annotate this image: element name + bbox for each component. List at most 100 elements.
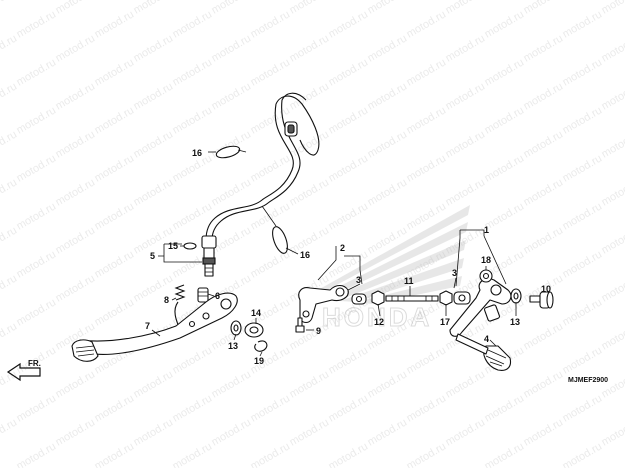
dust-seal bbox=[479, 269, 493, 283]
circlip bbox=[254, 340, 268, 352]
front-direction-arrow: FR. bbox=[6, 359, 41, 382]
watermark-text: motod.ru bbox=[54, 0, 98, 17]
watermark-text: motod.ru bbox=[561, 344, 605, 376]
shift-arm bbox=[298, 284, 349, 324]
watermark-text: motod.ru bbox=[93, 296, 137, 328]
breather-hose bbox=[205, 92, 320, 241]
watermark-text: motod.ru bbox=[0, 416, 19, 448]
watermark-text: motod.ru bbox=[405, 440, 449, 468]
watermark-text: motod.ru bbox=[522, 128, 566, 160]
watermark-text: motod.ru bbox=[522, 176, 566, 208]
watermark-text: motod.ru bbox=[210, 176, 254, 208]
watermark-text: motod.ru bbox=[366, 0, 410, 17]
watermark-text: motod.ru bbox=[171, 344, 215, 376]
callout-11: 11 bbox=[404, 276, 414, 286]
watermark-text: motod.ru bbox=[561, 440, 605, 468]
watermark-text: motod.ru bbox=[366, 368, 410, 400]
callout-12: 12 bbox=[374, 317, 384, 327]
watermark-text: motod.ru bbox=[366, 416, 410, 448]
watermark-text: motod.ru bbox=[522, 80, 566, 112]
flange-bolt bbox=[295, 317, 305, 333]
watermark-text: motod.ru bbox=[249, 392, 293, 424]
watermark-text: motod.ru bbox=[15, 392, 59, 424]
watermark-text: motod.ru bbox=[54, 368, 98, 400]
watermark-text: motod.ru bbox=[561, 104, 605, 136]
callout-14: 14 bbox=[251, 308, 261, 318]
watermark-text: motod.ru bbox=[54, 224, 98, 256]
watermark-text: motod.ru bbox=[522, 416, 566, 448]
callout-4: 4 bbox=[484, 334, 489, 344]
watermark-text: motod.ru bbox=[93, 248, 137, 280]
watermark-text: motod.ru bbox=[600, 224, 625, 256]
shift-pivot-block bbox=[483, 304, 501, 322]
watermark-text: motod.ru bbox=[366, 80, 410, 112]
watermark-text: motod.ru bbox=[15, 200, 59, 232]
watermark-text: motod.ru bbox=[210, 0, 254, 17]
watermark-text: motod.ru bbox=[288, 416, 332, 448]
watermark-text: motod.ru bbox=[93, 200, 137, 232]
callout-5: 5 bbox=[150, 251, 155, 261]
watermark-text: motod.ru bbox=[327, 344, 371, 376]
watermark-text: motod.ru bbox=[483, 8, 527, 40]
watermark-text: motod.ru bbox=[522, 0, 566, 17]
watermark-text: motod.ru bbox=[171, 392, 215, 424]
watermark-text: motod.ru bbox=[288, 80, 332, 112]
callout-1: 1 bbox=[484, 225, 489, 235]
watermark-text: motod.ru bbox=[483, 392, 527, 424]
watermark-text: motod.ru bbox=[444, 176, 488, 208]
watermark-text: motod.ru bbox=[54, 176, 98, 208]
watermark-text: motod.ru bbox=[15, 440, 59, 468]
watermark-text: motod.ru bbox=[600, 368, 625, 400]
watermark-text: motod.ru bbox=[600, 80, 625, 112]
watermark-text: motod.ru bbox=[405, 56, 449, 88]
watermark-text: motod.ru bbox=[93, 392, 137, 424]
watermark-text: motod.ru bbox=[405, 104, 449, 136]
leader-lines bbox=[151, 151, 548, 357]
watermark-text: motod.ru bbox=[522, 224, 566, 256]
callout-16-lower: 16 bbox=[300, 250, 310, 260]
watermark-text: motod.ru bbox=[600, 176, 625, 208]
watermark-text: motod.ru bbox=[327, 440, 371, 468]
sensor-switch bbox=[201, 235, 217, 277]
watermark-text: motod.ru bbox=[93, 8, 137, 40]
watermark-text: motod.ru bbox=[15, 104, 59, 136]
callout-17: 17 bbox=[440, 317, 450, 327]
watermark-text: motod.ru bbox=[54, 32, 98, 64]
watermark-text: motod.ru bbox=[93, 56, 137, 88]
callout-3-right: 3 bbox=[452, 268, 457, 278]
watermark-text: motod.ru bbox=[444, 368, 488, 400]
watermark-text: motod.ru bbox=[483, 56, 527, 88]
callout-19: 19 bbox=[254, 356, 264, 366]
callout-6: 6 bbox=[215, 291, 220, 301]
shift-rod bbox=[385, 295, 439, 302]
watermark-text: motod.ru bbox=[132, 0, 176, 17]
watermark-text: motod.ru bbox=[210, 80, 254, 112]
watermark-text: motod.ru bbox=[249, 56, 293, 88]
watermark-text: motod.ru bbox=[132, 368, 176, 400]
watermark-text: motod.ru bbox=[15, 152, 59, 184]
callout-13-right: 13 bbox=[510, 317, 520, 327]
watermark-text: motod.ru bbox=[288, 0, 332, 17]
watermark-text: motod.ru bbox=[93, 104, 137, 136]
watermark-text: motod.ru bbox=[405, 152, 449, 184]
front-direction-label: FR. bbox=[28, 359, 41, 368]
tie-rod-end-left bbox=[351, 293, 367, 305]
lock-nut-right bbox=[439, 290, 453, 306]
watermark-text: motod.ru bbox=[600, 272, 625, 304]
callout-labels: 1 2 3 3 4 5 6 7 8 9 10 11 12 13 13 14 15… bbox=[145, 148, 551, 366]
watermark-text: motod.ru bbox=[171, 8, 215, 40]
watermark-text: motod.ru bbox=[0, 80, 19, 112]
watermark-text: motod.ru bbox=[171, 104, 215, 136]
watermark-text: motod.ru bbox=[561, 392, 605, 424]
watermark-text: motod.ru bbox=[15, 8, 59, 40]
callout-9: 9 bbox=[316, 326, 321, 336]
tie-rod-end-right bbox=[453, 291, 471, 305]
watermark-text: motod.ru bbox=[0, 272, 19, 304]
watermark-text: motod.ru bbox=[15, 296, 59, 328]
callout-3-left: 3 bbox=[356, 275, 361, 285]
watermark-text: motod.ru bbox=[0, 320, 19, 352]
callout-8: 8 bbox=[164, 295, 169, 305]
watermark-text: motod.ru bbox=[249, 152, 293, 184]
pivot-bolt bbox=[529, 291, 554, 309]
